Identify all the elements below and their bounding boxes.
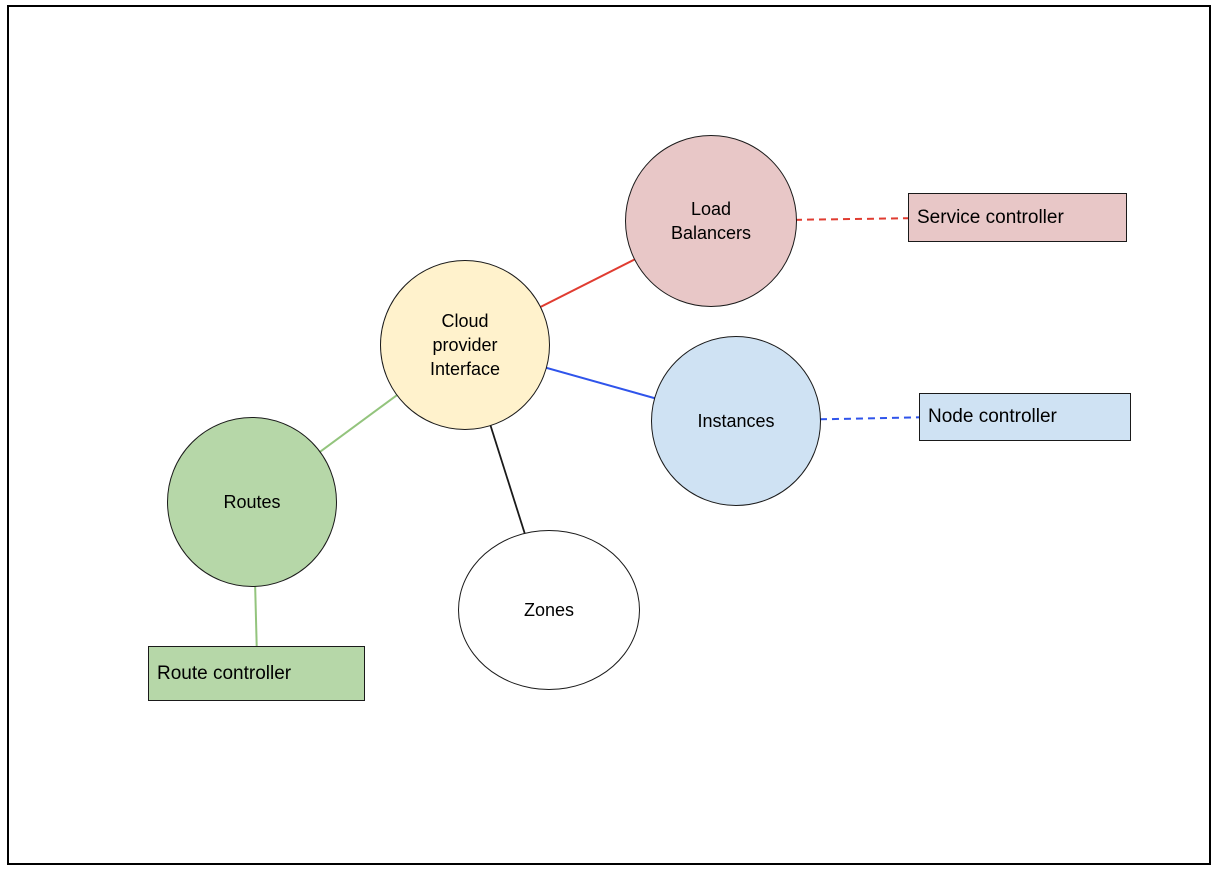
node-cloud-provider-interface: Cloud provider Interface <box>380 260 550 430</box>
node-routes-label: Routes <box>223 491 281 512</box>
node-load-balancers: Load Balancers <box>625 135 797 307</box>
page-border <box>7 5 1211 865</box>
box-service-controller-label: Service controller <box>917 206 1064 228</box>
node-zones-label: Zones <box>523 599 575 620</box>
edge-instances-node-controller <box>735 416 936 422</box>
node-instances: Instances <box>651 336 821 506</box>
node-cloud-provider-interface-label: Cloud provider Interface <box>429 310 501 380</box>
box-route-controller: Route controller <box>148 646 365 701</box>
node-load-balancers-label: Load Balancers <box>670 198 752 243</box>
node-instances-label: Instances <box>697 410 775 431</box>
node-routes: Routes <box>167 417 337 587</box>
node-zones: Zones <box>458 530 640 690</box>
box-route-controller-label: Route controller <box>157 662 292 684</box>
box-service-controller: Service controller <box>908 193 1127 242</box>
box-node-controller-label: Node controller <box>928 406 1057 427</box>
box-node-controller: Node controller <box>919 393 1131 441</box>
